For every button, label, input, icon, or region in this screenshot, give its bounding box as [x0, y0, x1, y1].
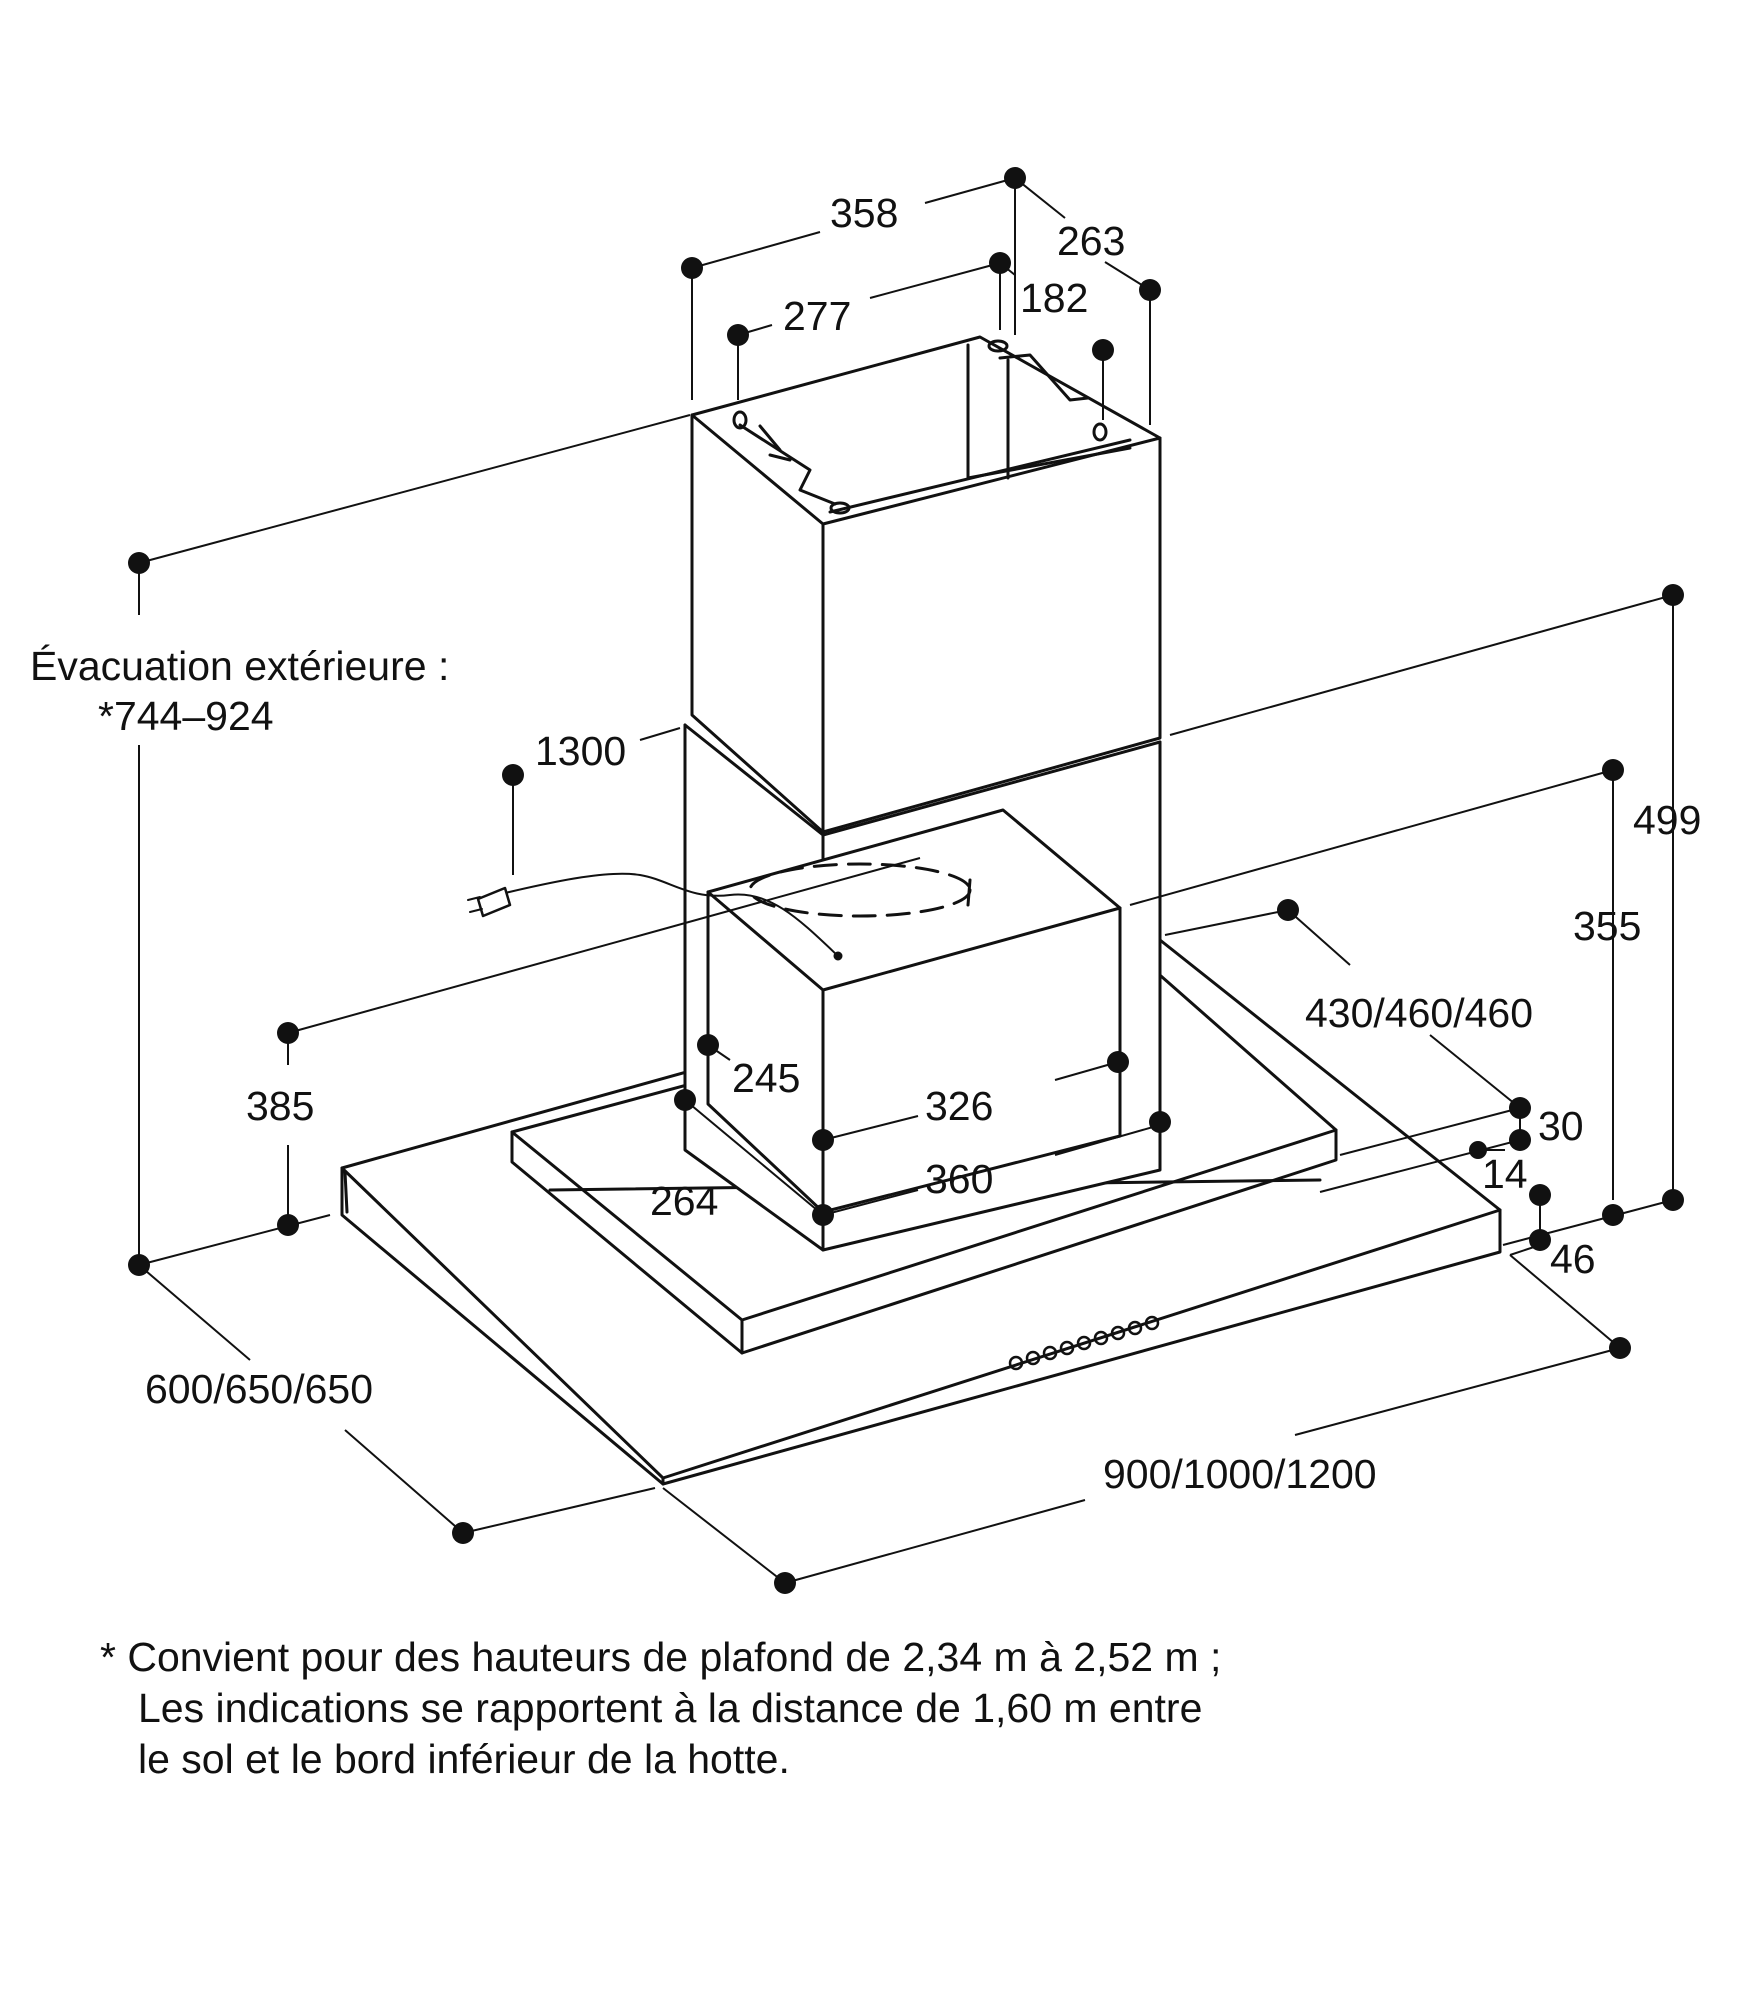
header-range: *744–924: [98, 693, 274, 739]
footnote: * Convient pour des hauteurs de plafond …: [100, 1632, 1600, 1785]
dim-14: 14: [1482, 1151, 1528, 1197]
power-cord: [467, 872, 839, 957]
hood-drawing: [340, 335, 1502, 1486]
dim-30: 30: [1538, 1103, 1584, 1149]
header-label: Évacuation extérieure :: [30, 643, 449, 689]
dim-326: 326: [925, 1083, 993, 1129]
dimension-labels: Évacuation extérieure : *744–924 358 263…: [30, 190, 1701, 1497]
footnote-line-1: * Convient pour des hauteurs de plafond …: [100, 1634, 1222, 1680]
dim-182: 182: [1020, 275, 1088, 321]
dim-277: 277: [783, 293, 851, 339]
dim-430-460-460: 430/460/460: [1305, 990, 1533, 1036]
dim-264: 264: [650, 1178, 718, 1224]
footnote-line-2: Les indications se rapportent à la dista…: [138, 1685, 1203, 1731]
dim-385: 385: [246, 1083, 314, 1129]
footnote-line-3: le sol et le bord inférieur de la hotte.: [138, 1736, 790, 1782]
dim-46: 46: [1550, 1236, 1596, 1282]
dim-360: 360: [925, 1156, 993, 1202]
control-buttons: [1008, 1315, 1160, 1371]
dimension-dots: [128, 167, 1684, 1594]
upper-chimney: [690, 335, 1162, 834]
dim-900-1000-1200: 900/1000/1200: [1103, 1451, 1377, 1497]
dim-1300: 1300: [535, 728, 626, 774]
dim-600-650-650: 600/650/650: [145, 1366, 373, 1412]
dim-499: 499: [1633, 797, 1701, 843]
dim-245: 245: [732, 1055, 800, 1101]
dim-263: 263: [1057, 218, 1125, 264]
dim-355: 355: [1573, 903, 1641, 949]
dim-358: 358: [830, 190, 898, 236]
